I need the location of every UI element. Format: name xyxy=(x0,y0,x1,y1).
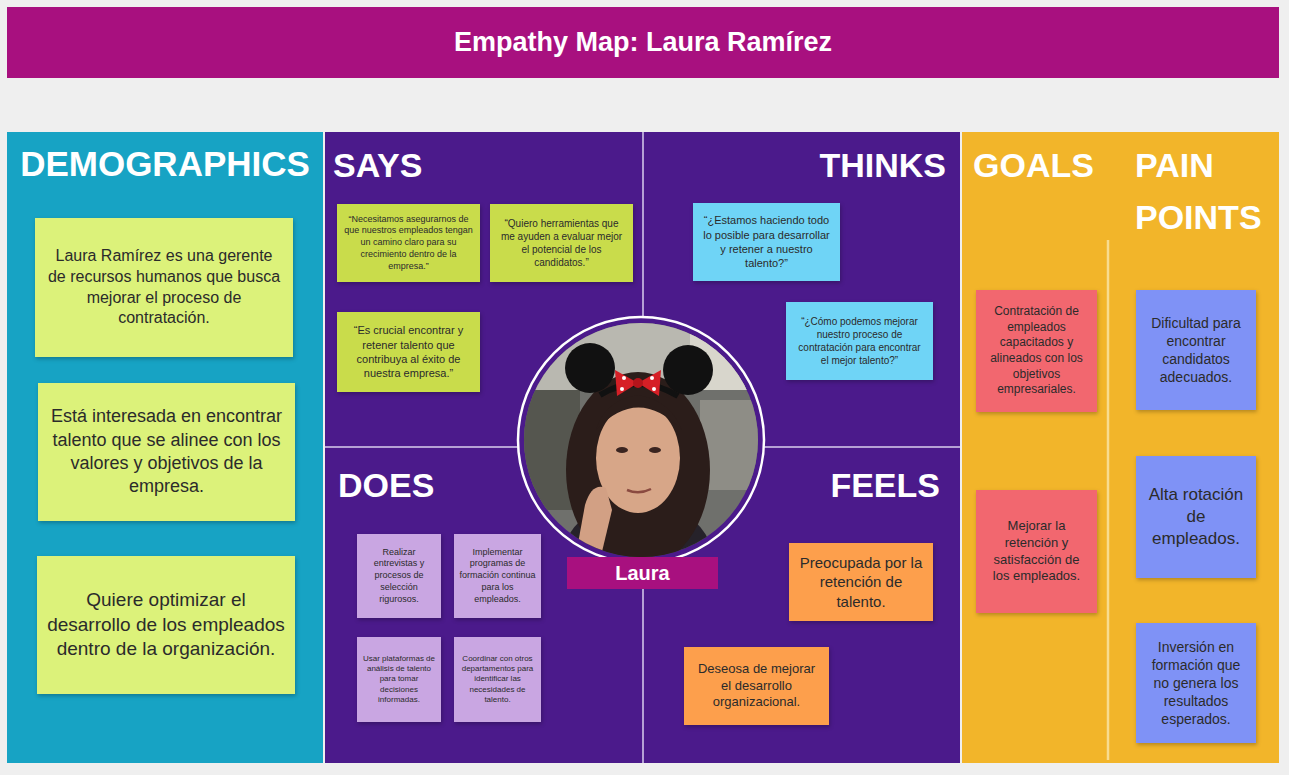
section-heading: DOES xyxy=(338,466,618,505)
note-text: Laura Ramírez es una gerente de recursos… xyxy=(47,246,281,329)
demographics-panel xyxy=(7,132,323,763)
sticky-note: Coordinar con otros departamentos para i… xyxy=(454,637,541,722)
note-text: Coordinar con otros departamentos para i… xyxy=(459,654,536,706)
sticky-note: Quiere optimizar el desarrollo de los em… xyxy=(37,556,295,694)
note-text: “¿Estamos haciendo todo lo posible para … xyxy=(701,213,832,270)
quadrant-panel: THINKS “¿Estamos haciendo todo lo posible… xyxy=(644,132,960,447)
sticky-note: “¿Estamos haciendo todo lo posible para … xyxy=(693,203,840,281)
column-divider xyxy=(1107,240,1110,760)
note-text: Contratación de empleados capacitados y … xyxy=(984,304,1089,398)
quadrant-panel: DEMOGRAPHICS Laura Ramírez es una gerente… xyxy=(7,132,323,763)
map-title: Empathy Map: Laura Ramírez xyxy=(7,7,1279,78)
note-text: Dificultad para encontrar candidatos ade… xyxy=(1144,314,1248,387)
note-text: Preocupada por la retención de talento. xyxy=(797,553,925,612)
quadrant-panel: SAYS “Necesitamos asegurarnos de que nues… xyxy=(325,132,643,447)
title-bar xyxy=(7,7,1279,78)
sticky-note: “Es crucial encontrar y retener talento … xyxy=(337,312,480,392)
sticky-note: Alta rotación de empleados. xyxy=(1136,456,1256,578)
name-tag: Laura xyxy=(567,557,718,589)
sticky-note: Deseosa de mejorar el desarrollo organiz… xyxy=(684,647,829,725)
note-text: Mejorar la retención y satisfacción de l… xyxy=(984,518,1089,586)
note-text: Usar plataformas de análisis de talento … xyxy=(362,654,436,706)
quadrant-panel: DOES Realizar entrevistas y procesos de s… xyxy=(325,448,643,763)
section-heading: GOALS xyxy=(973,146,1107,185)
sticky-note: “¿Cómo podemos mejorar nuestro proceso d… xyxy=(786,302,933,380)
sticky-note: Realizar entrevistas y procesos de selec… xyxy=(357,534,441,618)
section-heading: SAYS xyxy=(333,146,623,185)
note-text: “Necesitamos asegurarnos de que nuestros… xyxy=(343,214,474,272)
sticky-note: Está interesada en encontrar talento que… xyxy=(38,383,295,521)
note-text: Inversión en formación que no genera los… xyxy=(1144,638,1248,729)
section-heading: DEMOGRAPHICS xyxy=(7,144,323,184)
note-text: Alta rotación de empleados. xyxy=(1144,484,1248,550)
note-text: “¿Cómo podemos mejorar nuestro proceso d… xyxy=(794,315,925,367)
note-text: Realizar entrevistas y procesos de selec… xyxy=(362,547,436,605)
section-heading: FEELS xyxy=(660,466,940,505)
portrait-photo xyxy=(520,320,765,568)
quadrant-panel: GOALS Contratación de empleados capacitad… xyxy=(966,132,1108,763)
note-text: Implementar programas de formación conti… xyxy=(459,547,536,605)
goals-panel xyxy=(962,132,1279,763)
note-text: “Quiero herramientas que me ayuden a eva… xyxy=(498,217,625,269)
section-heading: THINKS xyxy=(660,146,946,185)
note-text: Está interesada en encontrar talento que… xyxy=(48,405,285,499)
sticky-note: Dificultad para encontrar candidatos ade… xyxy=(1136,290,1256,410)
section-heading: PAIN POINTS xyxy=(1135,139,1277,243)
sticky-note: “Quiero herramientas que me ayuden a eva… xyxy=(490,204,633,282)
sticky-note: Inversión en formación que no genera los… xyxy=(1136,623,1256,743)
sticky-note: Contratación de empleados capacitados y … xyxy=(976,290,1097,412)
quadrant-panel: FEELS Preocupada por la retención de tale… xyxy=(644,448,960,763)
sticky-note: Usar plataformas de análisis de talento … xyxy=(357,637,441,722)
quadrant-panel: PAIN POINTS Dificultad para encontrar can… xyxy=(1110,132,1279,763)
note-text: “Es crucial encontrar y retener talento … xyxy=(345,323,472,380)
sticky-note: Mejorar la retención y satisfacción de l… xyxy=(976,490,1097,613)
sticky-note: Laura Ramírez es una gerente de recursos… xyxy=(35,218,293,357)
empathy-panel xyxy=(325,132,960,763)
sticky-note: Implementar programas de formación conti… xyxy=(454,534,541,618)
sticky-note: Preocupada por la retención de talento. xyxy=(789,543,933,621)
note-text: Deseosa de mejorar el desarrollo organiz… xyxy=(692,661,821,712)
sticky-note: “Necesitamos asegurarnos de que nuestros… xyxy=(337,204,480,282)
name-label: Laura xyxy=(615,562,669,585)
note-text: Quiere optimizar el desarrollo de los em… xyxy=(47,588,285,662)
